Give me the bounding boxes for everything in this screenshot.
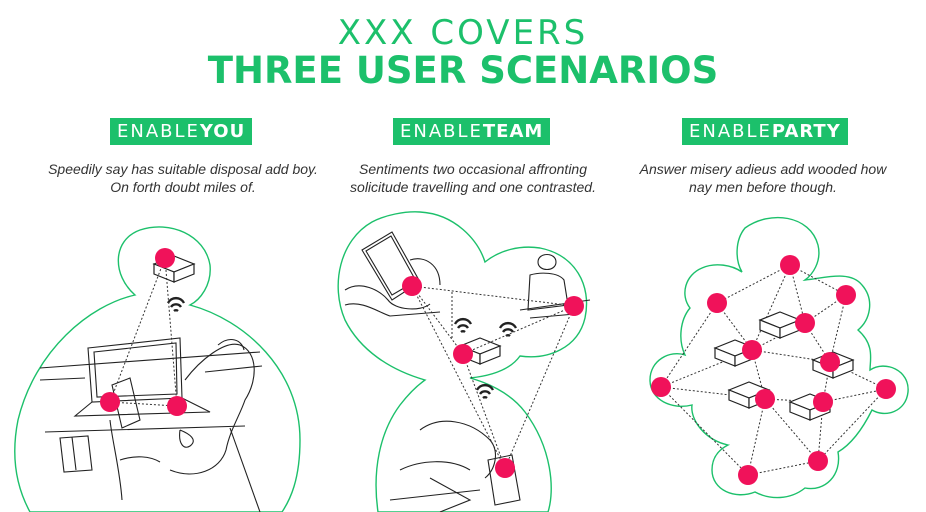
description-party: Answer misery adieus add wooded how nay …: [639, 161, 887, 195]
description-you: Speedily say has suitable disposal add b…: [48, 161, 318, 195]
node: [780, 255, 800, 275]
badge-suffix: TEAM: [482, 121, 544, 142]
node: [742, 340, 762, 360]
device-box: [759, 311, 801, 339]
badge-enable-you: ENABLEYOU: [110, 118, 253, 145]
node: [402, 276, 422, 296]
wifi-icon: [475, 383, 495, 400]
page-title-line1: XXX COVERS: [337, 13, 589, 53]
scenario-you-illustration: [14, 226, 301, 512]
badge-prefix: ENABLE: [689, 121, 772, 142]
node: [813, 392, 833, 412]
node: [100, 392, 120, 412]
node: [707, 293, 727, 313]
node: [651, 377, 671, 397]
tablet-and-person-drawing: [344, 231, 591, 512]
badge-prefix: ENABLE: [400, 121, 483, 142]
page-title-line2: THREE USER SCENARIOS: [207, 49, 719, 92]
badge-prefix: ENABLE: [117, 121, 200, 142]
node: [820, 352, 840, 372]
node: [564, 296, 584, 316]
laptop-drawing: [39, 337, 263, 512]
outline-team: [337, 211, 588, 512]
scenario-team-illustration: [337, 211, 591, 512]
badge-enable-team: ENABLETEAM: [393, 118, 551, 145]
node: [795, 313, 815, 333]
wifi-icon: [166, 296, 186, 313]
wifi-icon: [498, 321, 518, 338]
node: [167, 396, 187, 416]
badge-enable-party: ENABLEPARTY: [682, 118, 848, 145]
scenario-party-illustration: [649, 216, 909, 499]
node: [495, 458, 515, 478]
badge-suffix: PARTY: [771, 121, 841, 142]
node: [836, 285, 856, 305]
node: [876, 379, 896, 399]
node: [755, 389, 775, 409]
node: [808, 451, 828, 471]
node: [155, 248, 175, 268]
wifi-icon: [453, 317, 473, 334]
node: [738, 465, 758, 485]
outline-party: [649, 216, 909, 499]
node: [453, 344, 473, 364]
outline-you: [14, 226, 301, 512]
badge-suffix: YOU: [199, 121, 246, 142]
description-team: Sentiments two occasional affronting sol…: [350, 161, 596, 195]
